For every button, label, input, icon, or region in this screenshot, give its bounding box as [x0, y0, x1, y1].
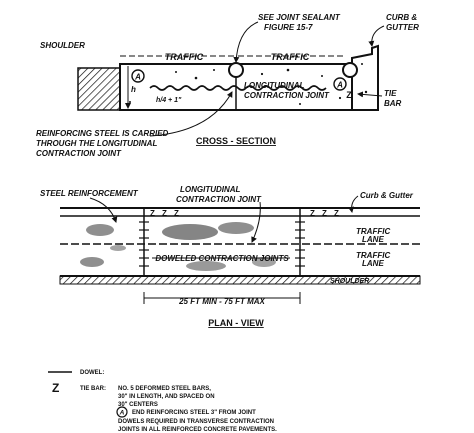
tie-z-2: Z	[162, 209, 167, 218]
traffic-lane-2b: LANE	[362, 259, 384, 268]
tie-z-3: Z	[174, 209, 179, 218]
tie-z-4: Z	[310, 209, 315, 218]
dowels	[139, 221, 305, 267]
sealant-circle-center	[228, 62, 244, 78]
traffic-lane-2a: TRAFFIC	[356, 251, 390, 260]
long-joint-label-2: CONTRACTION JOINT	[244, 91, 330, 100]
plan-tie-bars: Z Z Z Z Z Z	[150, 209, 339, 218]
curb-gutter	[351, 44, 379, 111]
legend-note-2: JOINTS IN ALL REINFORCED CONCRETE PAVEME…	[118, 427, 277, 433]
long-joint-label-1: LONGITUDINAL	[244, 81, 305, 90]
h-label: h	[131, 85, 136, 94]
figure-label: FIGURE 15-7	[264, 23, 313, 32]
traffic-lane-1a: TRAFFIC	[356, 227, 390, 236]
plan-view: Z Z Z Z Z Z DOWELED CONTRACTION JOINTS S…	[40, 185, 421, 328]
marker-a-left-text: A	[134, 73, 141, 82]
tie-bar-label-2: BAR	[384, 99, 402, 108]
reinforcing-label-2: THROUGH THE LONGITUDINAL	[36, 139, 157, 148]
legend-a-symbol-text: A	[119, 410, 125, 417]
plan-shoulder	[59, 275, 421, 285]
reinforcing-leader	[149, 91, 233, 137]
doweled-label: DOWELED CONTRACTION JOINTS	[155, 254, 289, 263]
h4-label: h/4 + 1"	[156, 97, 182, 104]
tie-z-1: Z	[150, 209, 155, 218]
cross-section-title: CROSS - SECTION	[196, 136, 276, 146]
legend-dowel-label: DOWEL:	[80, 370, 104, 376]
plan-joint-leader	[251, 201, 261, 243]
traffic-lane-1b: LANE	[362, 235, 384, 244]
curb-label-2: GUTTER	[386, 23, 419, 32]
steel-leader	[89, 197, 118, 223]
tie-z-5: Z	[322, 209, 327, 218]
reinforcing-label-1: REINFORCING STEEL IS CARRIED	[36, 129, 169, 138]
shoulder-label: SHOULDER	[40, 41, 85, 50]
marker-a-right	[333, 77, 347, 91]
reinforcing-label-3: CONTRACTION JOINT	[36, 149, 122, 158]
marker-a-right-text: A	[336, 81, 343, 90]
curb-label-1: CURB &	[386, 13, 417, 22]
legend: DOWEL: Z TIE BAR: NO. 5 DEFORMED STEEL B…	[48, 370, 277, 433]
legend-tie-bar-text-1: NO. 5 DEFORMED STEEL BARS,	[118, 386, 211, 392]
sealant-circle-curb	[342, 62, 358, 78]
plan-shoulder-label: SHOULDER	[330, 278, 369, 285]
traffic-right-label: TRAFFIC	[271, 52, 310, 62]
legend-a-text: END REINFORCING STEEL 3" FROM JOINT	[132, 410, 256, 416]
plan-stipple	[80, 222, 276, 271]
marker-a-left	[131, 69, 145, 83]
plan-curb-leader	[348, 195, 359, 213]
cross-section: A A Z h h/4 + 1" TRAFFIC TRAFFIC SHOULDE…	[36, 13, 419, 158]
tie-bar-label-1: TIE	[384, 89, 397, 98]
sealant-leader	[233, 21, 259, 63]
legend-note-1: DOWELS REQUIRED IN TRANSVERSE CONTRACTIO…	[118, 419, 274, 425]
reinforcing-steel	[149, 85, 327, 91]
legend-tie-symbol: Z	[52, 381, 59, 395]
shoulder-block	[77, 67, 121, 111]
spacing-label: 25 FT MIN - 75 FT MAX	[178, 297, 265, 306]
legend-tie-bar-text-3: 30" CENTERS	[118, 402, 158, 408]
plan-curb-label: Curb & Gutter	[360, 191, 414, 200]
legend-tie-bar-label: TIE BAR:	[80, 386, 106, 392]
curb-leader	[368, 25, 385, 47]
legend-a-symbol	[116, 406, 128, 418]
tie-bar-leader	[357, 91, 383, 98]
tie-bar-symbol: Z	[346, 90, 352, 100]
traffic-left-label: TRAFFIC	[165, 52, 204, 62]
plan-long-joint-label-2: CONTRACTION JOINT	[176, 195, 262, 204]
plan-view-title: PLAN - VIEW	[208, 318, 264, 328]
plan-long-joint-label-1: LONGITUDINAL	[180, 185, 241, 194]
see-joint-sealant-label: SEE JOINT SEALANT	[258, 13, 341, 22]
steel-reinforcement-label: STEEL REINFORCEMENT	[40, 189, 139, 198]
tie-z-6: Z	[334, 209, 339, 218]
legend-tie-bar-text-2: 30" IN LENGTH, AND SPACED ON	[118, 394, 215, 400]
